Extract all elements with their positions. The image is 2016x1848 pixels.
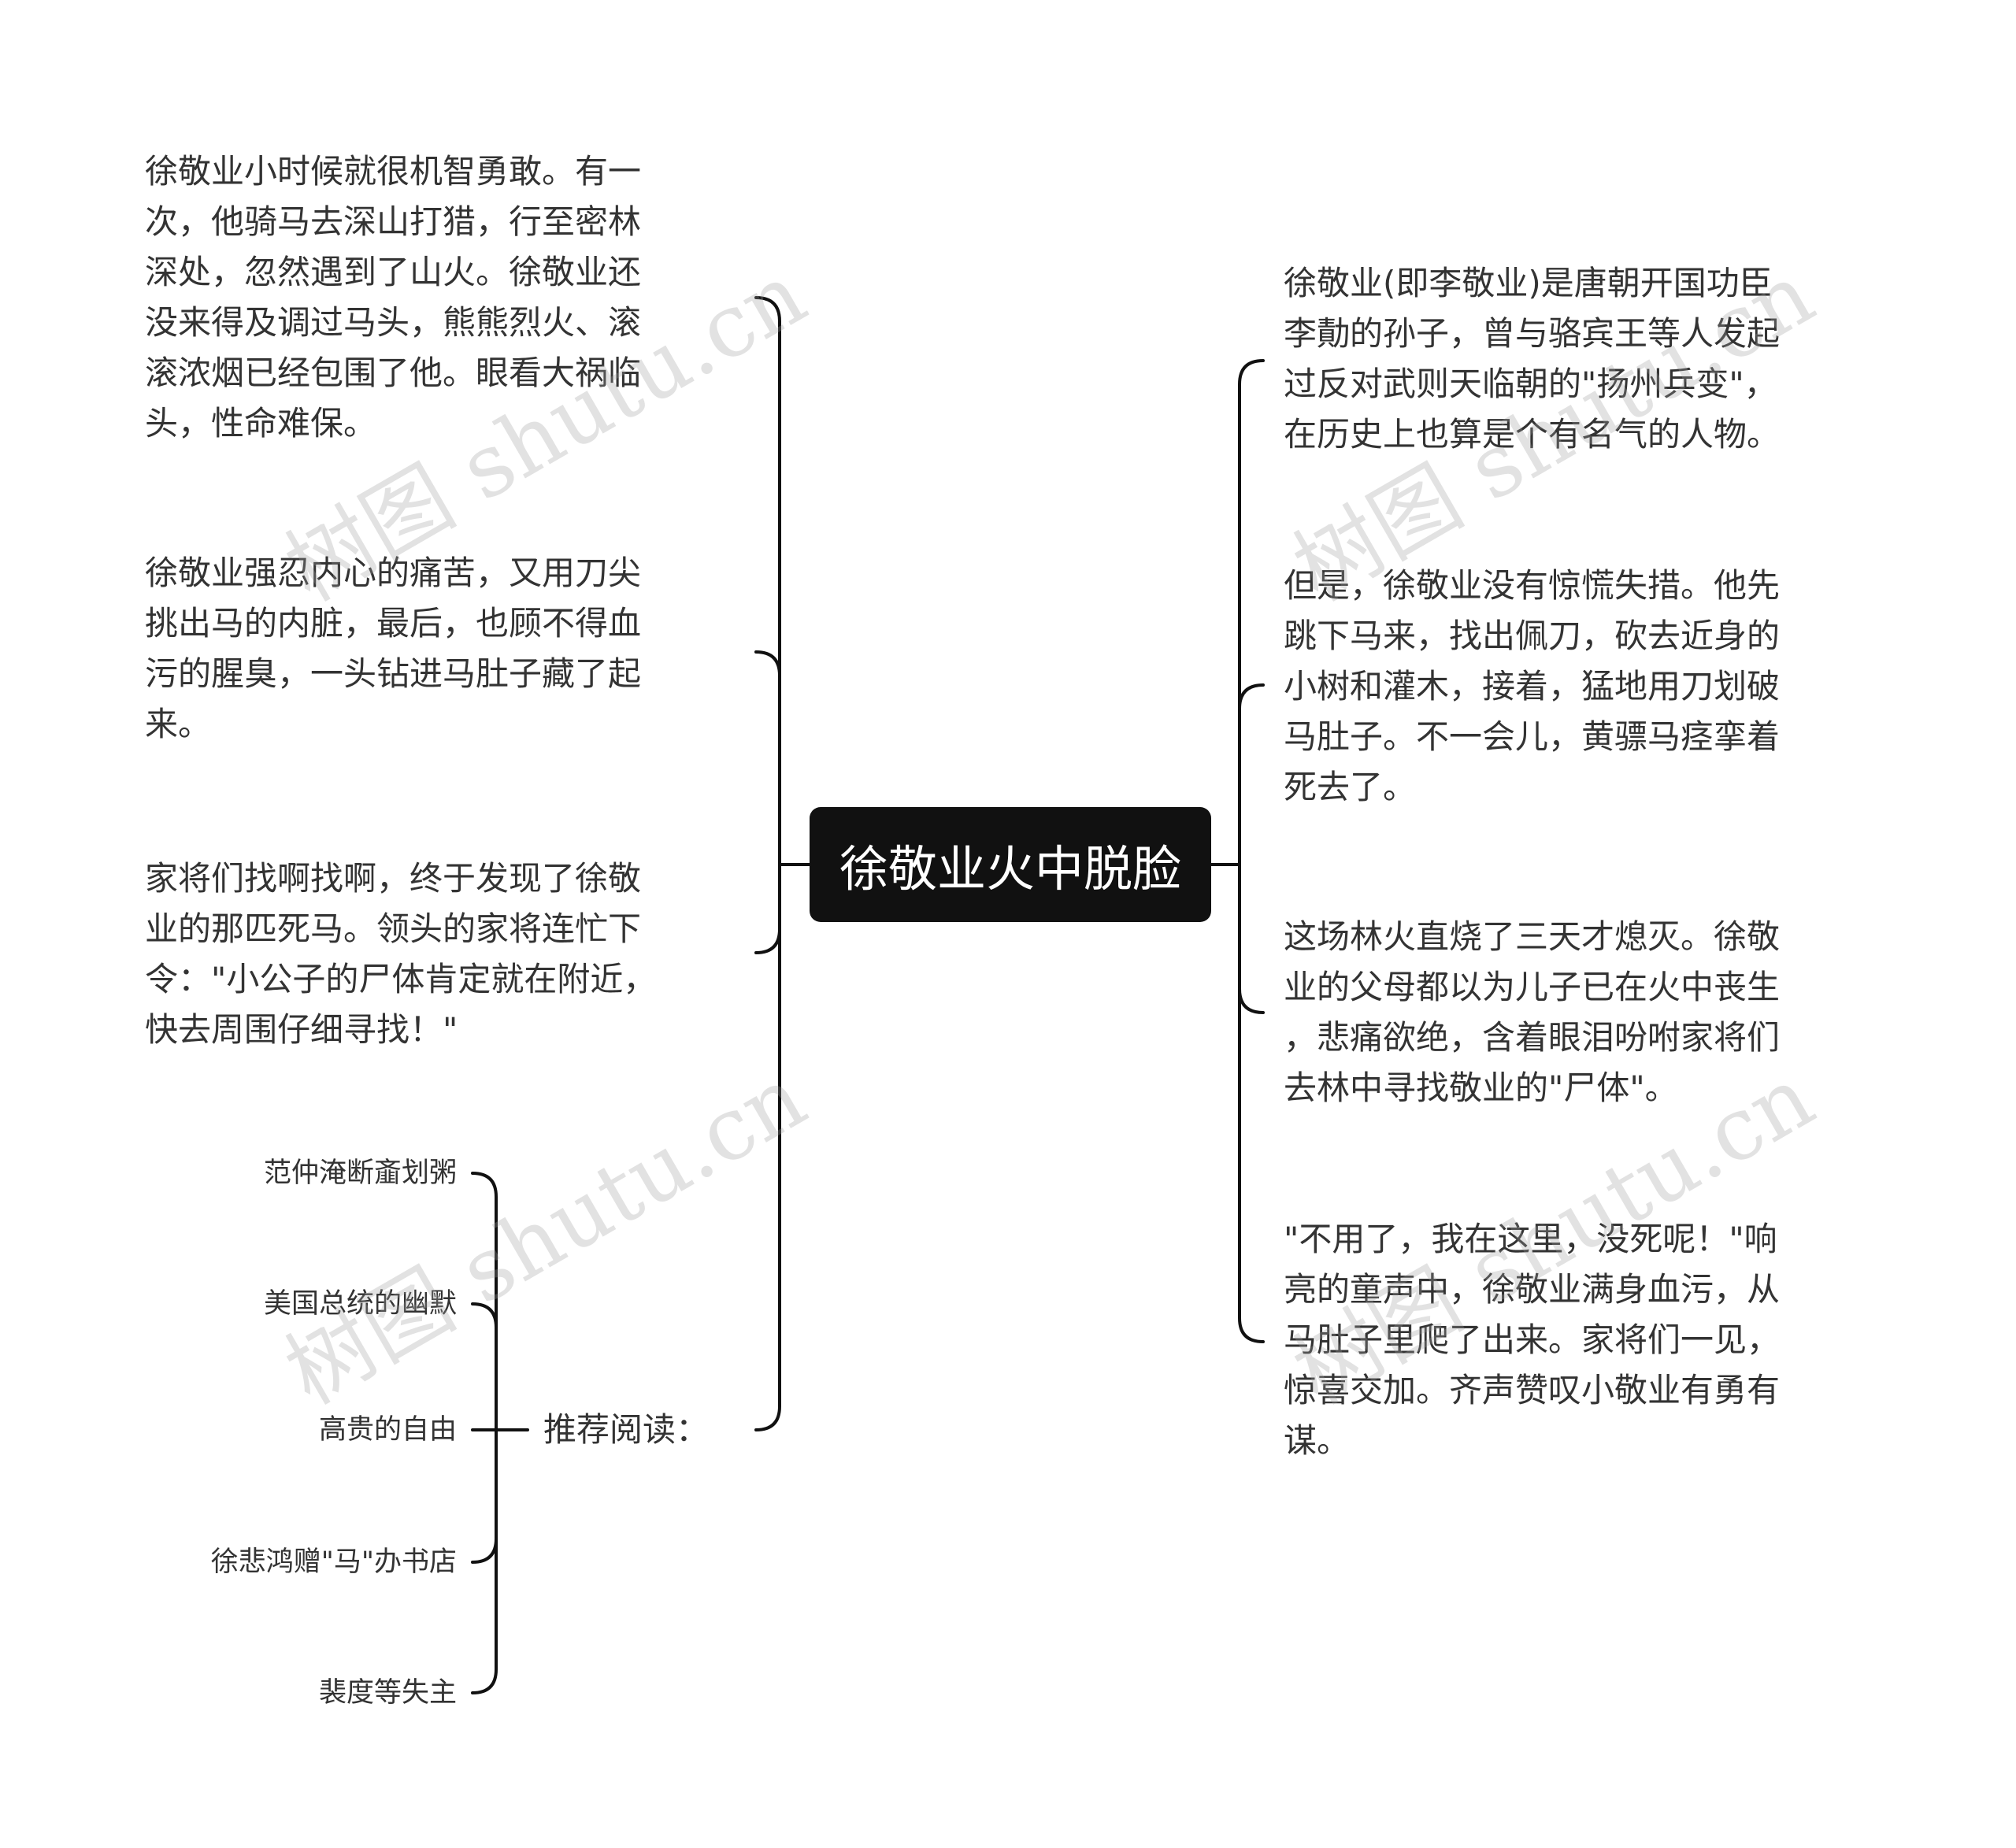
text-line: 深处，忽然遇到了山火。徐敬业还 bbox=[145, 253, 642, 291]
text-line: 头，性命难保。 bbox=[145, 404, 377, 443]
reading-label: 推荐阅读： bbox=[543, 1410, 710, 1449]
connector-right-trunk bbox=[1238, 359, 1265, 1343]
left-paragraph-3: 家将们找啊找啊，终于发现了徐敬 业的那匹死马。领头的家将连忙下 令："小公子的尸… bbox=[145, 854, 656, 1055]
text-line: 没来得及调过马头，熊熊烈火、滚 bbox=[145, 303, 642, 342]
text-line: 来。 bbox=[145, 705, 212, 743]
text-line: 快去周围仔细寻找！" bbox=[145, 1010, 458, 1049]
text-line: ，悲痛欲绝，含着眼泪吩咐家将们 bbox=[1284, 1018, 1781, 1057]
text-line: 次，他骑马去深山打猎，行至密林 bbox=[145, 202, 642, 241]
text-line: 滚浓烟已经包围了他。眼看大祸临 bbox=[145, 354, 642, 392]
connector-reading-item-4 bbox=[471, 1537, 498, 1564]
text-line: 死去了。 bbox=[1284, 768, 1417, 806]
text-line: 跳下马来，找出佩刀，砍去近身的 bbox=[1284, 617, 1781, 655]
text-line: 马肚子里爬了出来。家将们一见， bbox=[1284, 1320, 1781, 1359]
text-line: 过反对武则天临朝的"扬州兵变"， bbox=[1284, 365, 1777, 403]
text-line: 去林中寻找敬业的"尸体"。 bbox=[1284, 1068, 1678, 1107]
text-line: 小树和灌木，接着，猛地用刀划破 bbox=[1284, 667, 1781, 705]
central-topic[interactable]: 徐敬业火中脱脸 bbox=[810, 807, 1211, 922]
text-line: 李勣的孙子，曾与骆宾王等人发起 bbox=[1284, 314, 1781, 353]
text-line: "不用了，我在这里，没死呢！"响 bbox=[1284, 1220, 1777, 1258]
text-line: 徐敬业小时候就很机智勇敢。有一 bbox=[145, 152, 642, 191]
right-paragraph-2: 但是，徐敬业没有惊慌失措。他先 跳下马来，找出佩刀，砍去近身的 小树和灌木，接着… bbox=[1284, 561, 1780, 813]
text-line: 挑出马的内脏，最后，也顾不得血 bbox=[145, 604, 642, 643]
reading-item[interactable]: 范仲淹断齑划粥 bbox=[263, 1157, 457, 1189]
reading-item[interactable]: 裴度等失主 bbox=[318, 1677, 457, 1709]
text-line: 这场林火直烧了三天才熄灭。徐敬 bbox=[1284, 917, 1781, 956]
text-line: 污的腥臭，一头钻进马肚子藏了起 bbox=[145, 654, 642, 693]
text-line: 家将们找啊找啊，终于发现了徐敬 bbox=[145, 859, 642, 898]
connector-right-branch-3 bbox=[1238, 987, 1265, 1014]
reading-item[interactable]: 美国总统的幽默 bbox=[263, 1288, 457, 1320]
text-line: 徐敬业强忍内心的痛苦，又用刀尖 bbox=[145, 554, 642, 592]
connector-left-branch-3 bbox=[754, 928, 781, 954]
text-line: 业的那匹死马。领头的家将连忙下 bbox=[145, 909, 642, 948]
connector-right-branch-2 bbox=[1238, 683, 1265, 710]
reading-item[interactable]: 徐悲鸿赠"马"办书店 bbox=[210, 1546, 457, 1578]
text-line: 但是，徐敬业没有惊慌失措。他先 bbox=[1284, 566, 1781, 605]
text-line: 徐敬业(即李敬业)是唐朝开国功臣 bbox=[1284, 264, 1773, 302]
text-line: 谋。 bbox=[1284, 1421, 1351, 1460]
connector-left-branch-2 bbox=[754, 650, 781, 677]
right-paragraph-4: "不用了，我在这里，没死呢！"响 亮的童声中，徐敬业满身血污，从 马肚子里爬了出… bbox=[1284, 1214, 1780, 1466]
connector-reading-item-2 bbox=[471, 1302, 498, 1329]
text-line: 业的父母都以为儿子已在火中丧生 bbox=[1284, 968, 1781, 1006]
central-topic-title: 徐敬业火中脱脸 bbox=[839, 840, 1181, 898]
right-paragraph-1: 徐敬业(即李敬业)是唐朝开国功臣 李勣的孙子，曾与骆宾王等人发起 过反对武则天临… bbox=[1284, 258, 1780, 460]
text-line: 马肚子。不一会儿，黄骠马痉挛着 bbox=[1284, 717, 1781, 756]
left-paragraph-2: 徐敬业强忍内心的痛苦，又用刀尖 挑出马的内脏，最后，也顾不得血 污的腥臭，一头钻… bbox=[145, 548, 641, 750]
left-paragraph-1: 徐敬业小时候就很机智勇敢。有一 次，他骑马去深山打猎，行至密林 深处，忽然遇到了… bbox=[145, 146, 641, 449]
text-line: 惊喜交加。齐声赞叹小敬业有勇有 bbox=[1284, 1371, 1781, 1409]
text-line: 亮的童声中，徐敬业满身血污，从 bbox=[1284, 1270, 1781, 1309]
right-paragraph-3: 这场林火直烧了三天才熄灭。徐敬 业的父母都以为儿子已在火中丧生 ，悲痛欲绝，含着… bbox=[1284, 912, 1780, 1113]
connector-reading-trunk bbox=[471, 1172, 498, 1694]
text-line: 在历史上也算是个有名气的人物。 bbox=[1284, 415, 1781, 454]
text-line: 令："小公子的尸体肯定就在附近， bbox=[145, 960, 657, 998]
connector-left-trunk bbox=[754, 296, 781, 1431]
reading-item[interactable]: 高贵的自由 bbox=[318, 1414, 457, 1446]
